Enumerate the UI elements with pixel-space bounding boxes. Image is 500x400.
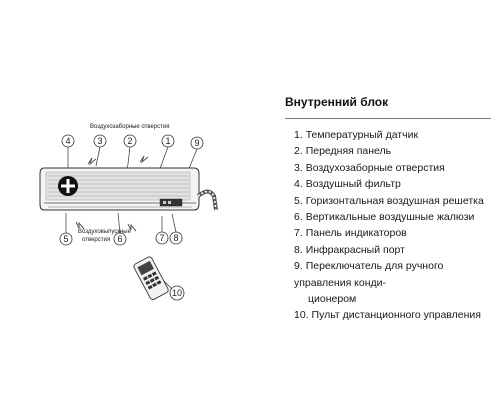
callout-8: 8 bbox=[173, 233, 178, 243]
legend-item-6: 6. Вертикальные воздушные жалюзи bbox=[294, 211, 475, 224]
legend-panel: Внутренний блок 1. Температурный датчик … bbox=[285, 95, 495, 324]
callout-6: 6 bbox=[117, 234, 122, 244]
callout-circles bbox=[59, 134, 204, 301]
legend-item-10: 10. Пульт дистанционного управления bbox=[294, 309, 481, 322]
legend-item-9: 9. Переключатель для ручного управления … bbox=[294, 260, 444, 306]
remote-control-icon bbox=[133, 256, 169, 300]
piping bbox=[196, 189, 218, 211]
legend-item-7: 7. Панель индикаторов bbox=[294, 227, 407, 240]
callout-5: 5 bbox=[63, 234, 68, 244]
callout-3: 3 bbox=[97, 136, 102, 146]
legend-item-8: 8. Инфракрасный порт bbox=[294, 243, 405, 256]
indoor-unit bbox=[39, 167, 200, 211]
callout-2: 2 bbox=[127, 136, 132, 146]
title-divider bbox=[285, 118, 491, 119]
air-outlet-label-line2: отверстия bbox=[82, 237, 110, 243]
legend-item-2: 2. Передняя панель bbox=[294, 145, 392, 158]
section-title: Внутренний блок bbox=[285, 95, 389, 109]
legend-item-4: 4. Воздушный фильтр bbox=[294, 178, 401, 191]
legend-item-3: 3. Воздухозаборные отверстия bbox=[294, 161, 445, 174]
callout-9: 9 bbox=[194, 138, 199, 148]
air-intake-label: Воздухозаборные отверстия bbox=[90, 124, 170, 130]
callout-1: 1 bbox=[165, 136, 170, 146]
air-outlet-label-line1: Воздуховыпускные bbox=[78, 229, 132, 235]
callout-10: 10 bbox=[172, 288, 182, 298]
legend-item-1: 1. Температурный датчик bbox=[294, 129, 419, 141]
air-filter-icon bbox=[58, 176, 78, 196]
parts-legend: 1. Температурный датчик 2. Передняя пане… bbox=[285, 127, 495, 324]
air-conditioner-diagram: Воздухозаборные отверстия bbox=[39, 124, 218, 301]
airflow-arrows bbox=[75, 155, 149, 232]
callout-4: 4 bbox=[65, 136, 70, 146]
callout-7: 7 bbox=[159, 233, 164, 243]
legend-item-5: 5. Горизонтальная воздушная решетка bbox=[294, 194, 484, 207]
